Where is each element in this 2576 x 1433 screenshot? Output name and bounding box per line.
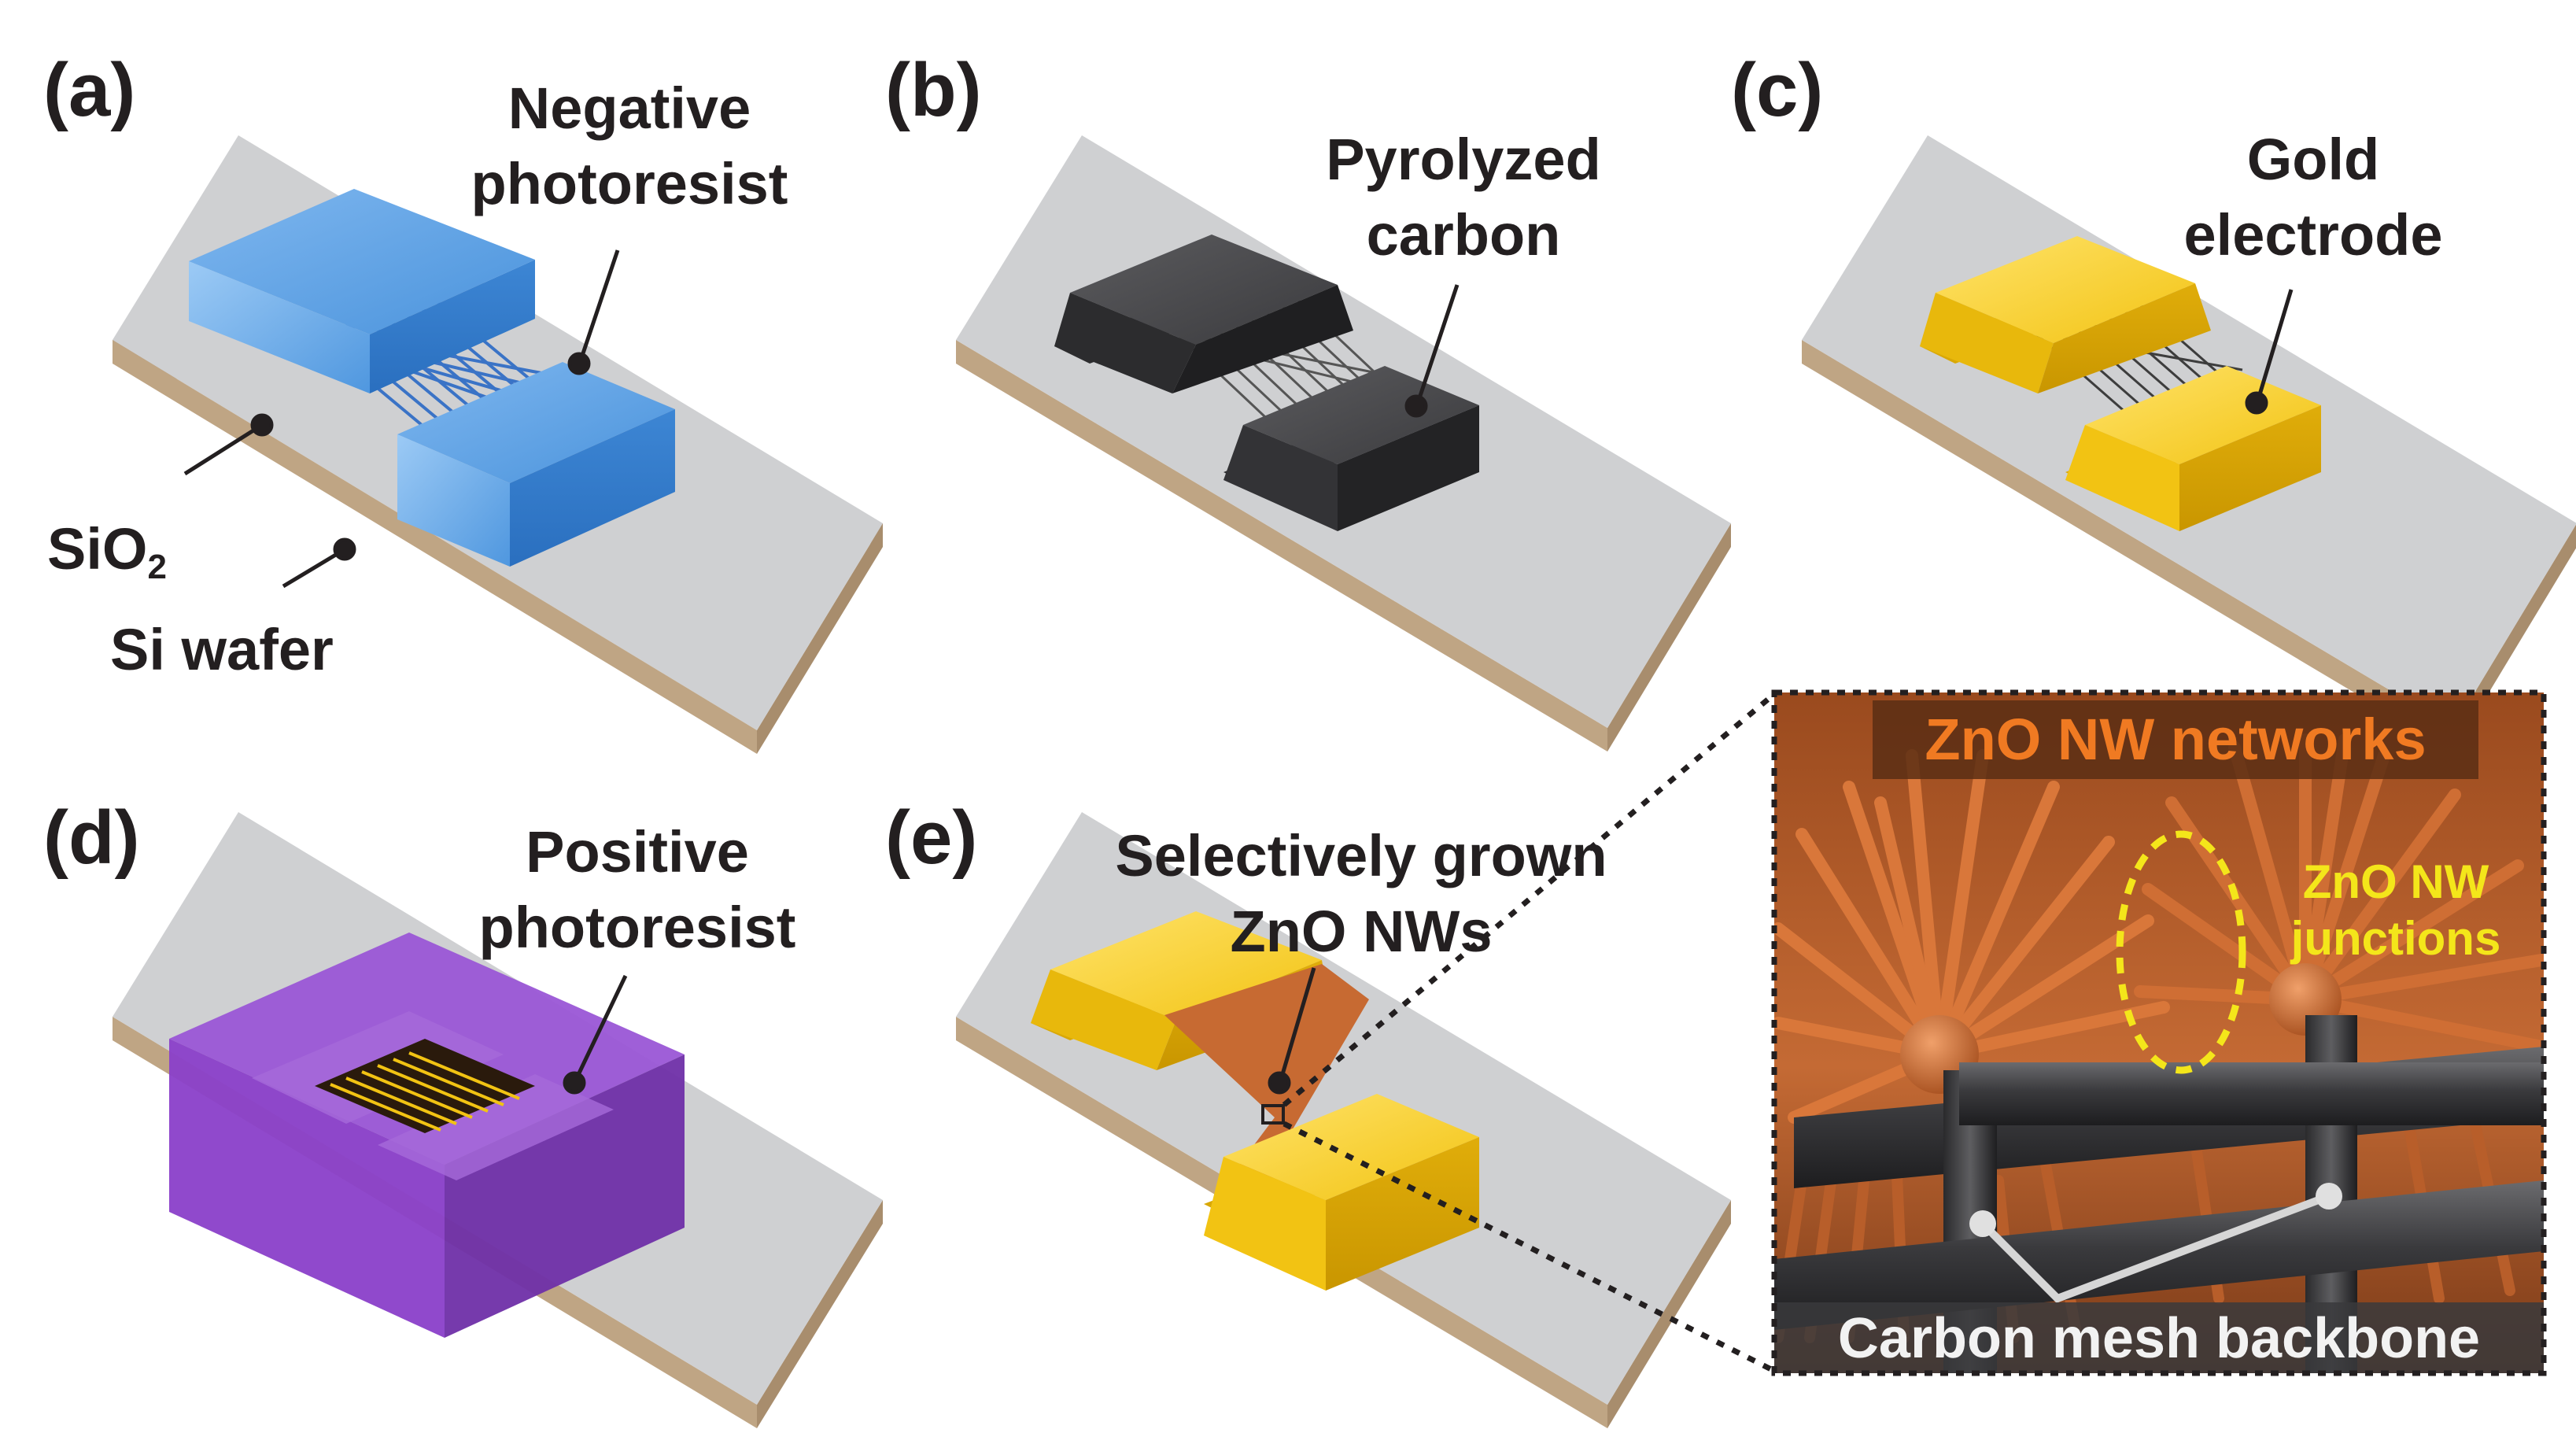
inset-bottom-label: Carbon mesh backbone — [1837, 1307, 2481, 1370]
callout-line: Positive — [526, 819, 749, 885]
panel-d — [113, 812, 883, 1428]
inset-title: ZnO NW networks — [1925, 707, 2427, 772]
callout-line: electrode — [2183, 202, 2443, 268]
callout-negative-photoresist: Negative photoresist — [409, 71, 850, 222]
junction-line: junctions — [2290, 912, 2501, 965]
callout-line: photoresist — [478, 895, 796, 960]
callout-line: Negative — [507, 76, 751, 141]
zoom-lines — [1282, 692, 1777, 1374]
leader-lines-a — [183, 249, 620, 589]
negative-photoresist-block-2 — [397, 362, 675, 567]
panel-label-d: (d) — [43, 796, 140, 880]
leader-line-c — [2245, 289, 2294, 415]
inset-border — [1771, 689, 2547, 1376]
panel-label-b: (b) — [885, 48, 982, 132]
panel-label-c: (c) — [1731, 48, 1824, 132]
junction-highlight — [2116, 830, 2246, 1074]
leader-line-e — [1268, 967, 1316, 1095]
gold-electrode-block-1 — [1920, 236, 2211, 393]
leader-line-d — [563, 974, 628, 1095]
panel-c — [1802, 135, 2576, 752]
callout-line: Gold — [2246, 127, 2380, 192]
panel-a — [113, 135, 883, 754]
zno-nanowire-bridge — [1164, 964, 1369, 1212]
callout-positive-photoresist: Positive photoresist — [417, 814, 858, 966]
callout-line: carbon — [1366, 202, 1561, 268]
panel-e — [956, 692, 1777, 1428]
junction-path — [1969, 1183, 2342, 1303]
junction-line: ZnO NW — [2302, 855, 2489, 908]
panel-label-a: (a) — [43, 48, 136, 132]
zno-network-inset — [1771, 689, 2547, 1376]
callout-line: Selectively grown — [1115, 823, 1607, 888]
callout-gold-electrode: Gold electrode — [2124, 122, 2502, 273]
label-si-wafer: Si wafer — [110, 617, 334, 682]
pyrolyzed-carbon-block-1 — [1054, 235, 1353, 393]
inset-bottom-band — [1774, 1302, 2544, 1373]
callout-line: Pyrolyzed — [1326, 127, 1601, 192]
callout-line: ZnO NWs — [1230, 899, 1493, 964]
leader-line-b — [1404, 284, 1460, 418]
panel-b — [956, 135, 1731, 752]
sio2-text: SiO2 — [47, 516, 167, 586]
exposed-window-d — [315, 1039, 535, 1133]
label-sio2: SiO2 — [47, 512, 167, 605]
callout-line: photoresist — [471, 151, 788, 216]
panel-label-e: (e) — [885, 796, 978, 880]
callout-selectively-grown: Selectively grown ZnO NWs — [1046, 818, 1676, 969]
inset-title-band — [1873, 700, 2478, 779]
callout-pyrolyzed-carbon: Pyrolyzed carbon — [1251, 122, 1676, 273]
inset-junction-label: ZnO NW junctions — [2254, 854, 2537, 967]
gold-electrode-e-2 — [1204, 1094, 1479, 1291]
negative-photoresist-block-1 — [189, 189, 535, 393]
